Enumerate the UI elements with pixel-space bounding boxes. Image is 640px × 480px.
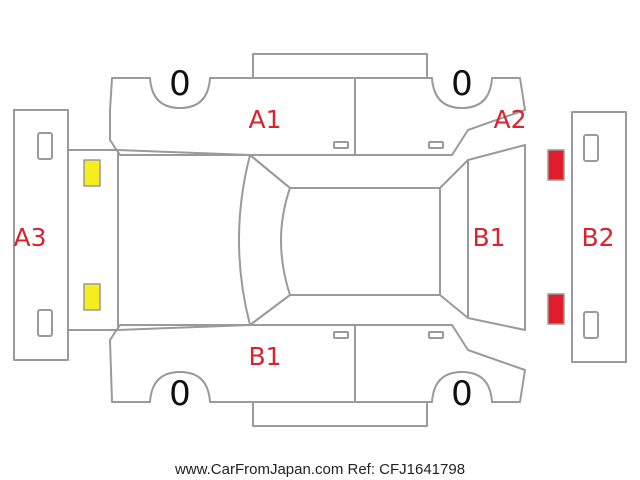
tire-front-left: 0 (169, 64, 191, 104)
marker-right-side-top: A2 (493, 105, 526, 134)
left-side-panel (109, 53, 526, 156)
rear-bumper (571, 111, 627, 363)
front-bumper (13, 109, 69, 361)
marker-rear-panel: B1 (472, 223, 505, 252)
marker-left-rear-door: B1 (248, 342, 281, 371)
right-side-panel (109, 324, 526, 427)
marker-left-front-door: A1 (248, 105, 281, 134)
rear-lamp-lower (547, 293, 565, 325)
marker-front-bumper: A3 (13, 223, 46, 252)
tire-rear-left: 0 (451, 64, 473, 104)
tire-front-right: 0 (169, 374, 191, 414)
tire-rear-right: 0 (451, 374, 473, 414)
car-top-view (67, 144, 526, 331)
marker-rear-bumper: B2 (581, 223, 614, 252)
rear-lamp-upper (547, 149, 565, 181)
front-lamp-upper (83, 159, 101, 187)
front-lamp-lower (83, 283, 101, 311)
footer-credit: www.CarFromJapan.com Ref: CFJ1641798 (174, 461, 465, 478)
